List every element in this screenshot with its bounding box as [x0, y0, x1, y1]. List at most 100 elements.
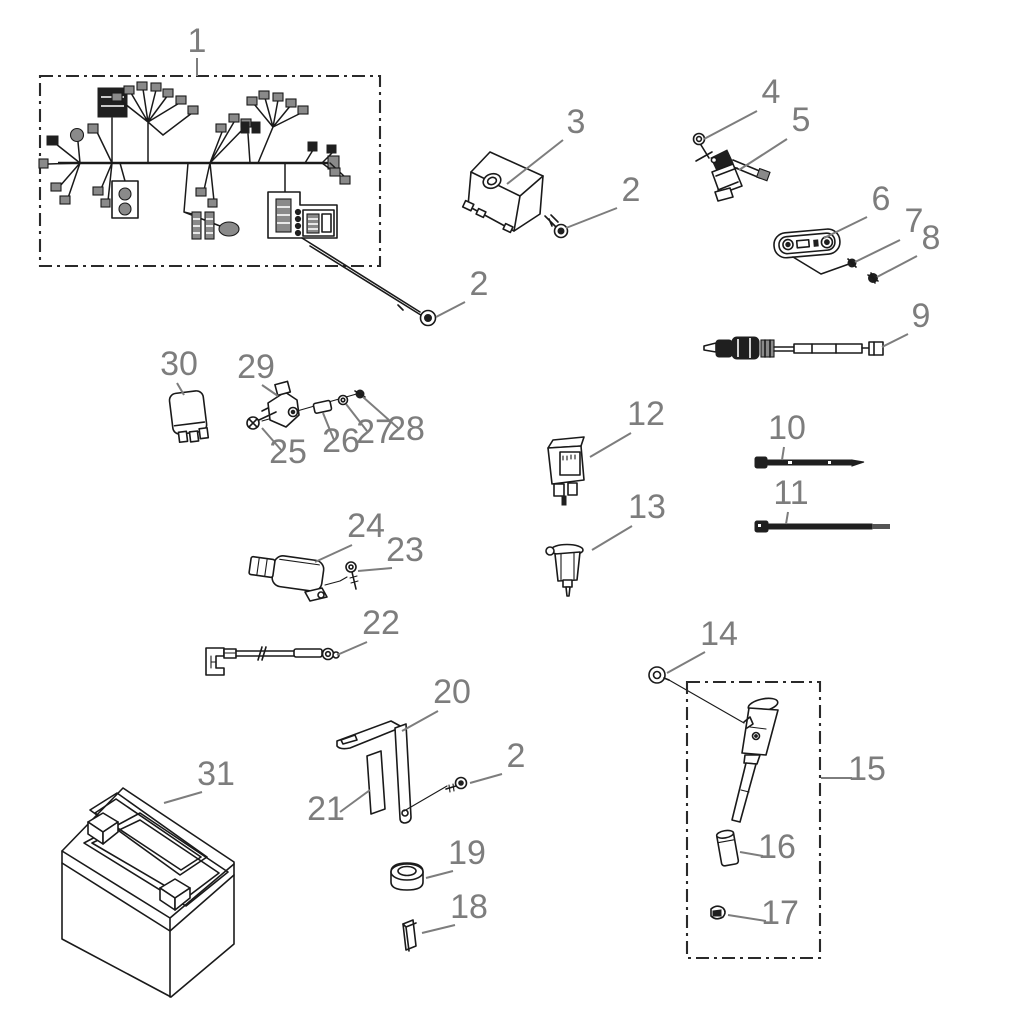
callout-label-12: 12	[627, 395, 665, 433]
part-ignition-coil	[695, 144, 771, 202]
sensor-dashed-border	[685, 680, 822, 960]
callout-leader-2a	[565, 207, 618, 229]
callout-leader-18	[421, 924, 456, 934]
callout-leader-4	[703, 110, 758, 140]
callout-label-2c: 2	[507, 737, 526, 775]
part-bolt-2c	[445, 776, 468, 793]
part-bolt-long	[301, 237, 437, 327]
callout-20: 20	[401, 673, 471, 732]
part-spacer-26	[312, 399, 333, 414]
callout-label-19: 19	[448, 834, 486, 872]
callout-leader-6	[823, 216, 868, 239]
callout-19: 19	[425, 834, 486, 879]
callout-9: 9	[881, 297, 931, 348]
part-sensor-13	[545, 543, 584, 597]
part-sleeve-18	[402, 919, 417, 952]
callout-leader-25	[261, 427, 283, 452]
part-bracket-20	[336, 720, 448, 824]
callout-24: 24	[314, 507, 385, 563]
part-bolt-cdi	[544, 214, 569, 239]
callout-label-10: 10	[768, 409, 806, 447]
callout-4: 4	[703, 73, 781, 140]
part-pad-21	[366, 750, 386, 815]
part-valve-assembly	[261, 380, 361, 428]
callout-leader-16	[739, 851, 764, 857]
callout-31: 31	[163, 755, 235, 804]
callout-label-15: 15	[848, 750, 886, 788]
callout-leader-29	[261, 384, 279, 397]
part-washer-27	[337, 394, 349, 406]
part-sensor-box-15	[685, 680, 822, 960]
callout-3: 3	[506, 103, 586, 185]
callout-leader-2c	[469, 773, 503, 784]
part-flasher-relay	[547, 436, 585, 506]
callout-label-26: 26	[322, 422, 360, 460]
callout-28: 28	[362, 396, 425, 448]
part-cdi-unit	[461, 151, 544, 234]
callout-2a: 2	[565, 171, 640, 229]
callout-label-20: 20	[433, 673, 471, 711]
part-level-sensor	[731, 697, 779, 823]
callout-label-29: 29	[237, 348, 275, 386]
harness-dashed-border	[38, 74, 382, 268]
part-relay-30	[168, 390, 210, 444]
callout-label-23: 23	[386, 531, 424, 569]
callout-label-13: 13	[628, 488, 666, 526]
part-eyelet-14	[648, 666, 745, 724]
callout-label-4: 4	[762, 73, 781, 111]
callout-25: 25	[261, 427, 307, 471]
callout-label-16: 16	[758, 828, 796, 866]
callout-23: 23	[357, 531, 424, 572]
callout-label-5: 5	[792, 101, 811, 139]
callout-leader-3	[506, 139, 564, 185]
callout-15: 15	[821, 750, 886, 788]
callout-label-14: 14	[700, 615, 738, 653]
callout-leader-26	[322, 412, 335, 441]
callout-leader-24	[314, 544, 353, 563]
part-ground-cable	[205, 646, 340, 676]
callout-label-28: 28	[387, 410, 425, 448]
part-coil-bolt	[692, 132, 706, 146]
callout-label-25: 25	[269, 433, 307, 471]
callout-11: 11	[773, 474, 809, 525]
part-bolt-23	[345, 561, 359, 590]
callout-label-9: 9	[912, 297, 931, 335]
callout-1: 1	[188, 22, 206, 76]
callout-leader-31	[163, 791, 203, 804]
callout-label-7: 7	[905, 202, 924, 240]
part-cable-tie-11	[754, 520, 890, 533]
callout-leader-12	[589, 432, 632, 458]
callout-label-18: 18	[450, 888, 488, 926]
callout-label-30: 30	[160, 345, 198, 383]
part-starter-relay	[248, 555, 348, 602]
callout-leader-10	[781, 446, 785, 461]
callout-10: 10	[768, 409, 806, 461]
callout-17: 17	[727, 894, 799, 932]
callout-label-11: 11	[773, 474, 808, 512]
callout-16: 16	[739, 828, 796, 866]
callout-18: 18	[421, 888, 488, 934]
callout-label-22: 22	[362, 604, 400, 642]
callout-label-8: 8	[922, 219, 941, 257]
callout-12: 12	[589, 395, 665, 458]
callout-14: 14	[666, 615, 738, 674]
callout-21: 21	[307, 789, 371, 828]
part-bolt-7	[847, 258, 857, 268]
callout-leader-19	[425, 870, 454, 879]
callout-leader-30	[176, 382, 185, 396]
callout-6: 6	[823, 180, 891, 239]
callout-leader-22	[336, 641, 368, 656]
part-cap-16	[715, 829, 740, 867]
part-clip-17	[710, 905, 726, 920]
part-wire-harness	[38, 81, 351, 240]
callout-label-17: 17	[761, 894, 799, 932]
callout-leader-20	[401, 710, 439, 732]
callout-label-3: 3	[567, 103, 586, 141]
callout-leader-23	[357, 567, 393, 572]
callout-leader-13	[591, 525, 633, 551]
callout-8: 8	[876, 219, 941, 278]
callout-2c: 2	[469, 737, 526, 784]
callout-label-6: 6	[872, 180, 891, 218]
callout-leader-27	[345, 403, 368, 432]
